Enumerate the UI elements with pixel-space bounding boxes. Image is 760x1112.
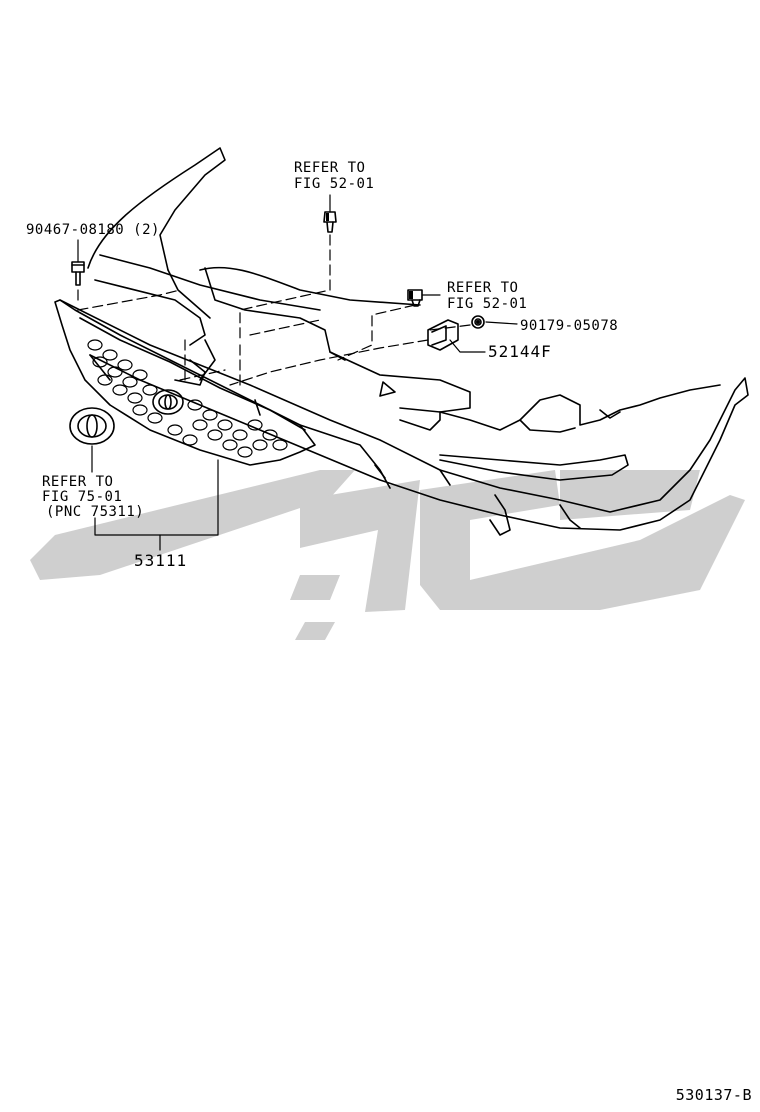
refer-top-label-line2: FIG 52-01 [294, 176, 375, 192]
bumper-cover [59, 299, 749, 536]
clip-top [323, 211, 337, 233]
grille-53111 [54, 299, 316, 466]
grille-part-label: 53111 [134, 551, 188, 570]
refer-left-label-line1: REFER TO [42, 474, 114, 490]
grille-emblem [152, 389, 184, 415]
loose-emblem [69, 407, 115, 445]
leader-lines [77, 194, 518, 551]
clip-right [407, 289, 423, 307]
refer-right-label-line1: REFER TO [447, 280, 519, 296]
nut-part-label: 90179-05078 [520, 318, 619, 334]
refer-left-label-line2: FIG 75-01 [42, 489, 123, 505]
phantom-lines [77, 234, 471, 391]
bolt-part-label: 90467-08180 (2) [26, 222, 160, 238]
refer-top-label-line1: REFER TO [294, 160, 366, 176]
nut-90179 [471, 315, 485, 329]
bolt-90467 [71, 261, 85, 286]
refer-left-label-line3: (PNC 75311) [46, 504, 145, 520]
bracket-part-label: 52144F [488, 342, 552, 361]
document-id: 530137-B [675, 1086, 752, 1104]
refer-right-label-line2: FIG 52-01 [447, 296, 528, 312]
bracket-52144f [427, 319, 459, 351]
fastener-details [326, 213, 480, 324]
